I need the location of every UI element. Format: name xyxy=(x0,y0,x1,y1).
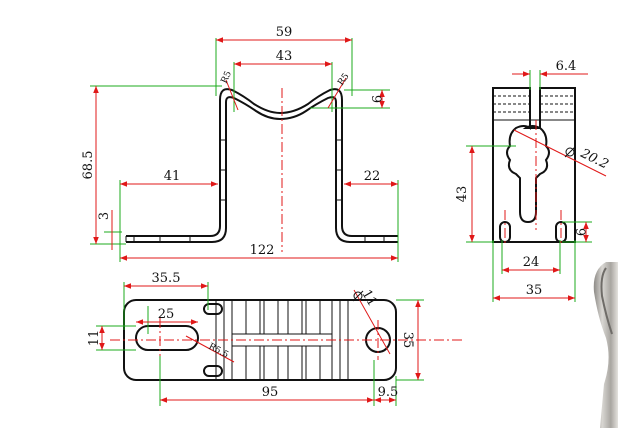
dim-25-label: 25 xyxy=(158,307,175,322)
dim-6-4-label: 6.4 xyxy=(556,59,577,74)
dim-11-label: 11 xyxy=(87,330,102,347)
front-bracket-inner xyxy=(126,96,398,243)
isometric-part-preview xyxy=(593,262,618,428)
dim-9-5-label: 9.5 xyxy=(378,385,399,400)
dim-43-label: 43 xyxy=(276,49,293,64)
dim-22-label: 22 xyxy=(364,169,381,184)
front-hidden-lines xyxy=(133,139,385,242)
dim-24-label: 24 xyxy=(523,255,540,270)
dim-diam-20-2-label: 20.2 xyxy=(577,147,612,172)
dim-95-label: 95 xyxy=(262,385,279,400)
front-bracket-outline xyxy=(126,88,398,237)
dim-41-label: 41 xyxy=(164,169,181,184)
dim-9-front-label: 9 xyxy=(368,95,383,103)
dim-r5-5-label: R5.5 xyxy=(207,342,231,361)
dim-35-side-label: 35 xyxy=(526,283,543,298)
dim-diam-11-label: 11 xyxy=(358,287,379,309)
top-view: 35.5 25 11 R5.5 11 35 95 9.5 xyxy=(87,271,464,406)
dim-122-label: 122 xyxy=(250,243,275,258)
dim-43-side-label: 43 xyxy=(455,186,470,203)
dim-59-label: 59 xyxy=(276,25,293,40)
dim-35-top-label: 35 xyxy=(400,332,415,349)
side-view: 6.4 20.2 43 9 24 35 xyxy=(455,59,612,302)
dim-r5-right-label: R5 xyxy=(336,72,352,88)
dim-3-label: 3 xyxy=(97,212,112,220)
side-bracket-outline xyxy=(492,87,576,243)
dim-35-5-label: 35.5 xyxy=(152,271,181,286)
dim-r5-left-label: R5 xyxy=(220,69,234,85)
front-view: 59 43 R5 R5 9 68.5 41 22 3 122 xyxy=(81,25,399,262)
dim-68-5-label: 68.5 xyxy=(81,151,96,180)
dim-9-side-label: 9 xyxy=(572,228,587,236)
top-left-slot xyxy=(135,325,199,351)
